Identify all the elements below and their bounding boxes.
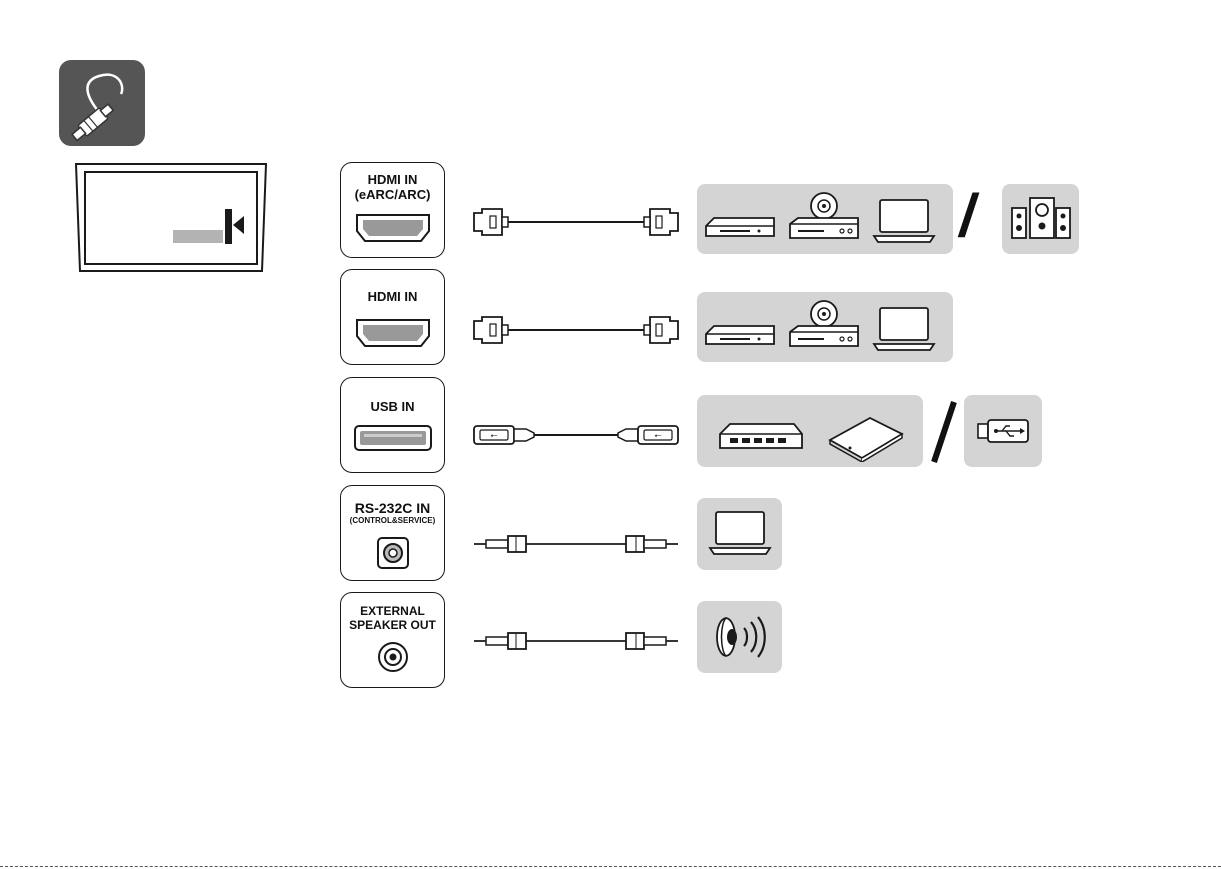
blu-ray-player-icon xyxy=(704,196,776,246)
dvd-player-icon xyxy=(788,298,860,354)
port-label: RS-232C IN xyxy=(341,500,444,516)
rs232c-jack-icon xyxy=(376,536,410,570)
hdmi-cable-icon xyxy=(470,313,682,347)
port-usb: USB IN xyxy=(340,377,445,473)
page-bottom-rule xyxy=(0,866,1221,867)
port-label: USB IN xyxy=(341,400,444,415)
svg-text:⭠: ⭠ xyxy=(490,431,497,441)
audio-cable-icon xyxy=(470,532,682,556)
speaker-jack-icon xyxy=(376,640,410,674)
speaker-system-icon xyxy=(1008,194,1074,244)
svg-text:⭠: ⭠ xyxy=(654,431,661,441)
cable-connection-icon xyxy=(59,60,145,146)
port-label: HDMI IN xyxy=(341,173,444,188)
blu-ray-player-icon xyxy=(704,304,776,354)
port-label: HDMI IN xyxy=(341,290,444,305)
port-hdmi-earc: HDMI IN (eARC/ARC) xyxy=(340,162,445,258)
port-hdmi: HDMI IN xyxy=(340,269,445,365)
usb-cable-icon: ⭠ ⭠ xyxy=(470,420,682,450)
usb-flash-drive-icon xyxy=(976,418,1030,444)
port-sublabel: (CONTROL&SERVICE) xyxy=(341,516,444,525)
external-hard-drive-icon xyxy=(826,412,906,462)
speaker-icon xyxy=(710,612,770,662)
port-external-speaker: EXTERNAL SPEAKER OUT xyxy=(340,592,445,688)
port-rs232c: RS-232C IN (CONTROL&SERVICE) xyxy=(340,485,445,581)
separator: / xyxy=(956,186,981,246)
laptop-icon xyxy=(870,196,938,246)
port-sublabel: SPEAKER OUT xyxy=(341,619,444,633)
port-label: EXTERNAL xyxy=(341,605,444,619)
laptop-icon xyxy=(706,508,774,558)
hdmi-cable-icon xyxy=(470,205,682,239)
laptop-icon xyxy=(870,304,938,354)
separator-slash xyxy=(924,396,964,466)
tv-rear-panel-icon xyxy=(72,160,270,280)
usb-hub-icon xyxy=(716,418,806,454)
port-sublabel: (eARC/ARC) xyxy=(341,188,444,203)
dvd-player-icon xyxy=(788,190,860,246)
hdmi-port-icon xyxy=(355,318,431,348)
audio-cable-icon xyxy=(470,629,682,653)
usb-port-icon xyxy=(353,424,433,452)
hdmi-port-icon xyxy=(355,213,431,243)
